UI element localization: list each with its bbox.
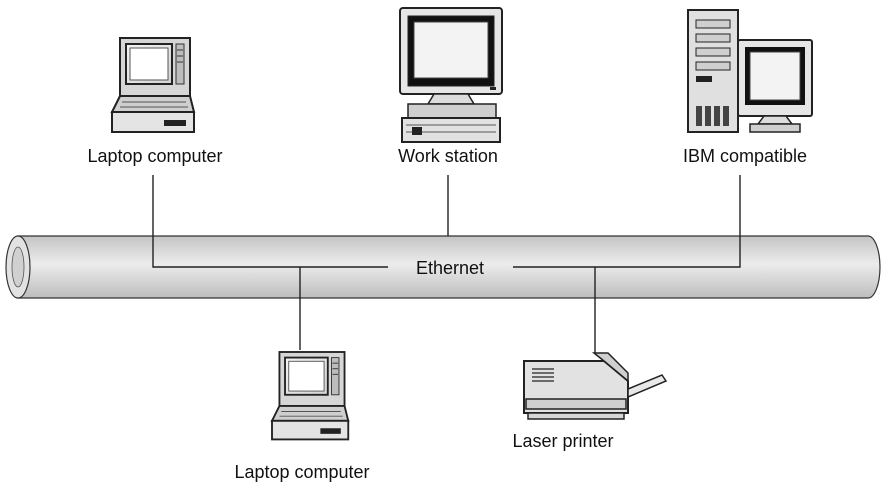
workstation-label: Work station — [398, 146, 498, 166]
connection-wires — [152, 175, 741, 353]
printer-icon — [523, 352, 668, 420]
wire-ibm-compatible — [513, 175, 741, 268]
laptop-bottom-label: Laptop computer — [234, 462, 369, 482]
workstation: Work station — [398, 7, 503, 166]
laptop-icon — [110, 37, 196, 133]
laser-printer-label: Laser printer — [512, 431, 613, 451]
laptop-icon — [270, 351, 350, 441]
ethernet-label: Ethernet — [416, 258, 484, 278]
laptop-top-label: Laptop computer — [87, 146, 222, 166]
workstation-icon — [399, 7, 503, 143]
ibm-compatible-label: IBM compatible — [683, 146, 807, 166]
ethernet-cable — [5, 235, 881, 299]
ibm-compatible: IBM compatible — [683, 9, 813, 166]
laser-printer: Laser printer — [512, 352, 668, 451]
wire-laptop-top — [152, 175, 388, 268]
laptop-top: Laptop computer — [87, 37, 223, 166]
laptop-bottom: Laptop computer — [234, 351, 370, 482]
desktop-tower-icon — [687, 9, 813, 133]
